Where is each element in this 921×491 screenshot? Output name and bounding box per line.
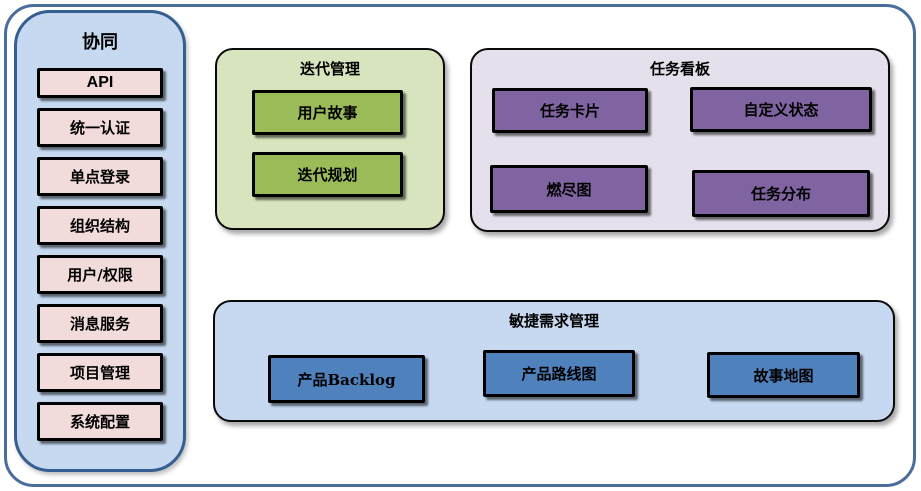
sidebar-item: 系统配置	[37, 402, 163, 441]
kanban-item: 自定义状态	[690, 87, 872, 132]
sidebar-item: 组织结构	[37, 206, 163, 245]
agile-item: 产品路线图	[483, 350, 635, 397]
panel-agile-requirements: 敏捷需求管理 产品Backlog 产品路线图 故事地图	[213, 300, 895, 422]
sidebar-item: 用户/权限	[37, 255, 163, 294]
sidebar-item-list: API 统一认证单点登录组织结构用户/权限消息服务项目管理系统配置	[37, 68, 163, 441]
sidebar-title: 协同	[82, 32, 118, 52]
sidebar-item: 项目管理	[37, 353, 163, 392]
agile-item: 故事地图	[707, 352, 860, 398]
sidebar-item: API	[37, 68, 163, 98]
panel-title: 敏捷需求管理	[508, 313, 599, 330]
kanban-item: 燃尽图	[490, 165, 648, 213]
panel-title: 迭代管理	[299, 61, 360, 78]
kanban-item: 任务分布	[692, 170, 870, 217]
panel-title: 任务看板	[649, 61, 710, 78]
sidebar-item: 单点登录	[37, 157, 163, 196]
panel-task-board: 任务看板 任务卡片自定义状态燃尽图任务分布	[470, 48, 890, 232]
sidebar-item: 统一认证	[37, 108, 163, 147]
iteration-item: 迭代规划	[252, 152, 403, 197]
panel-iteration-management: 迭代管理 用户故事迭代规划	[215, 48, 445, 230]
iteration-item: 用户故事	[252, 90, 403, 135]
kanban-item: 任务卡片	[492, 88, 648, 133]
agile-item: 产品Backlog	[268, 355, 425, 403]
outer-frame	[4, 4, 916, 487]
sidebar-item: 消息服务	[37, 304, 163, 343]
sidebar-panel-collaboration: 协同 API 统一认证单点登录组织结构用户/权限消息服务项目管理系统配置	[14, 10, 186, 472]
